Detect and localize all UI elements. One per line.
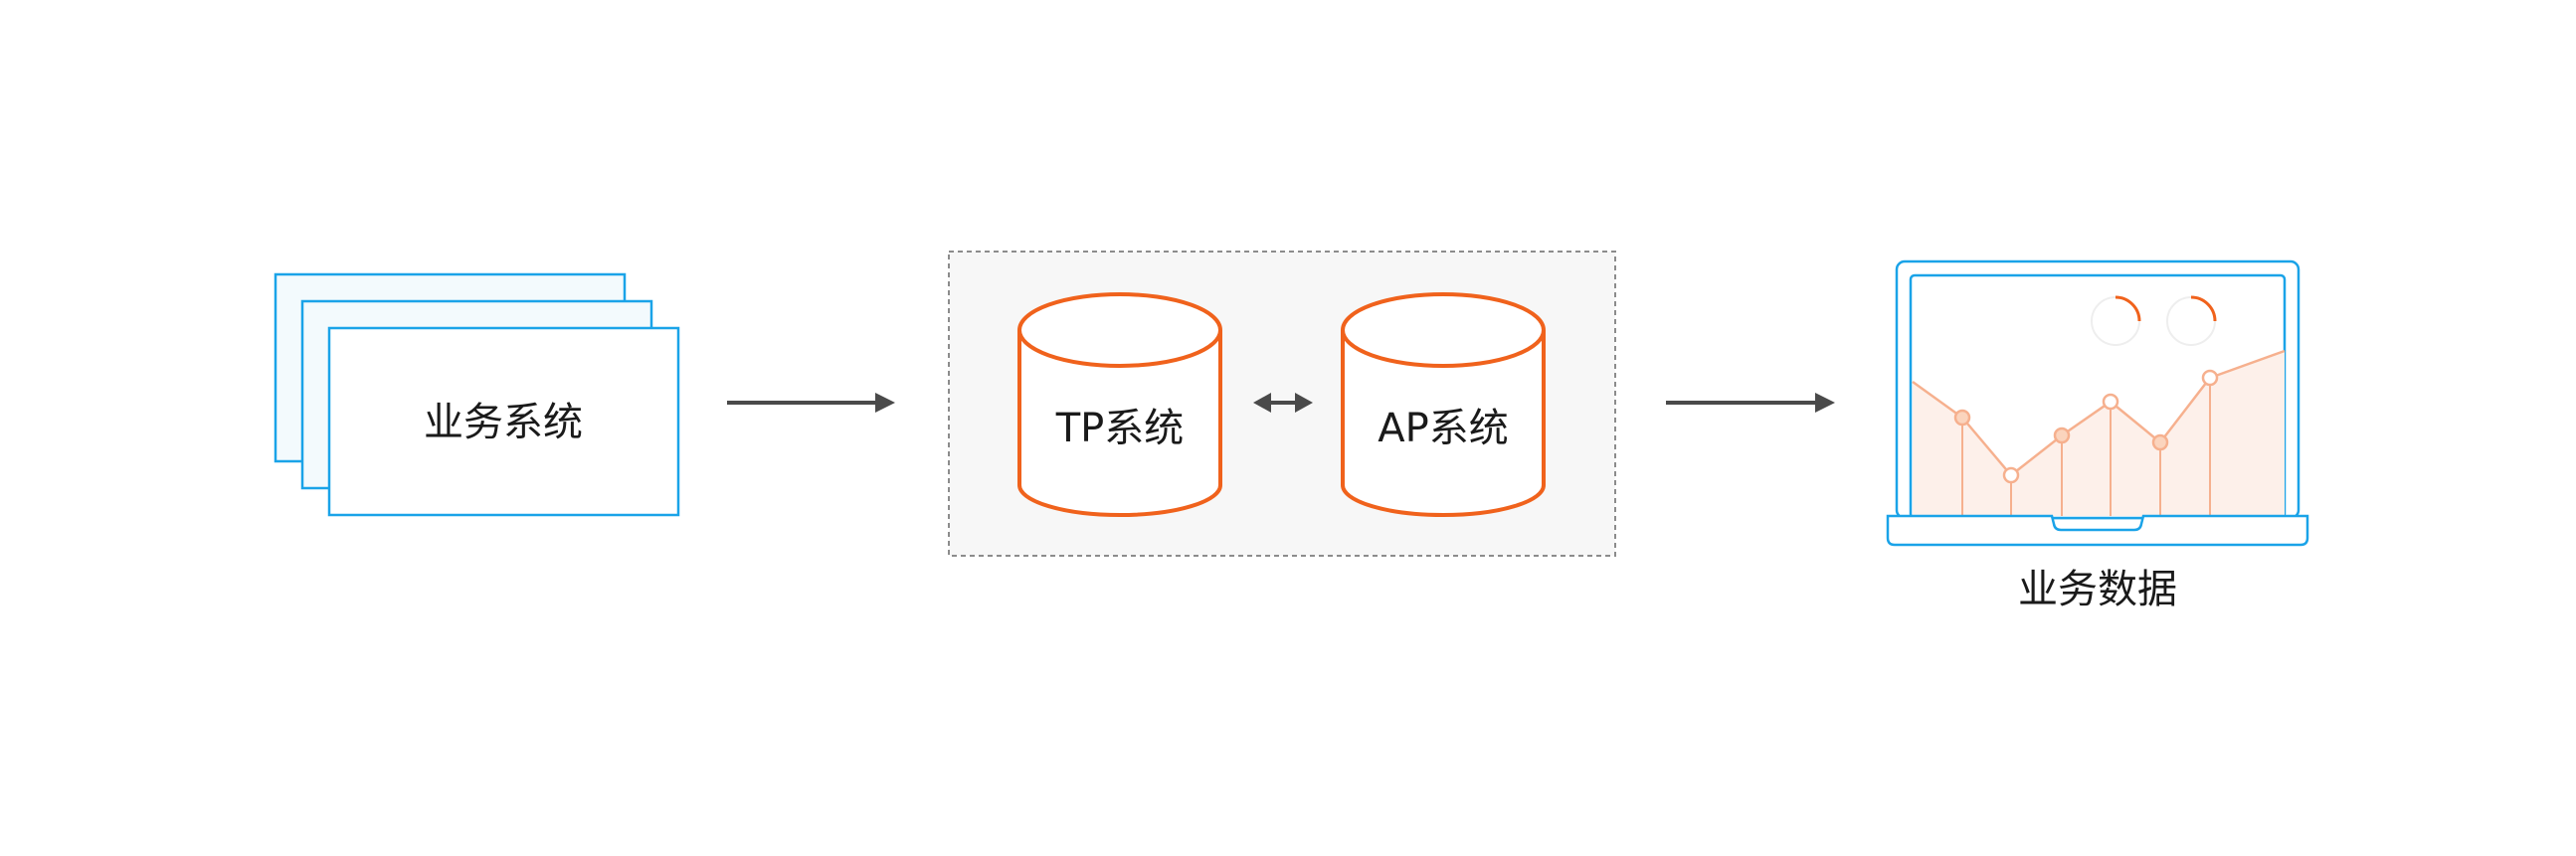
tp-system-label: TP系统 — [1055, 406, 1185, 451]
source-system-stack: 业务系统 — [274, 272, 680, 517]
chart-point — [2053, 427, 2071, 444]
processing-group: TP系统 AP系统 — [948, 251, 1616, 557]
output-label: 业务数据 — [2018, 567, 2177, 612]
gauge-icon — [2166, 295, 2217, 346]
chart-point — [1953, 409, 1971, 427]
laptop-chart-icon: 业务数据 — [1886, 259, 2309, 612]
card-front — [327, 326, 680, 517]
tp-database-icon: TP系统 — [1017, 292, 1222, 517]
chart-point — [2002, 466, 2020, 484]
source-system-label: 业务系统 — [424, 400, 583, 445]
ap-database-icon: AP系统 — [1341, 292, 1546, 517]
arrow-to-processing — [727, 393, 895, 413]
double-arrow-icon — [1253, 393, 1313, 413]
gauge-icon — [2091, 295, 2141, 346]
dashboard-line-chart — [1912, 349, 2286, 516]
chart-point — [2151, 433, 2169, 451]
chart-point — [2201, 369, 2219, 387]
arrow-to-output — [1666, 393, 1835, 413]
laptop-base — [1886, 514, 2309, 547]
ap-system-label: AP系统 — [1378, 406, 1508, 451]
chart-point — [2102, 393, 2119, 411]
